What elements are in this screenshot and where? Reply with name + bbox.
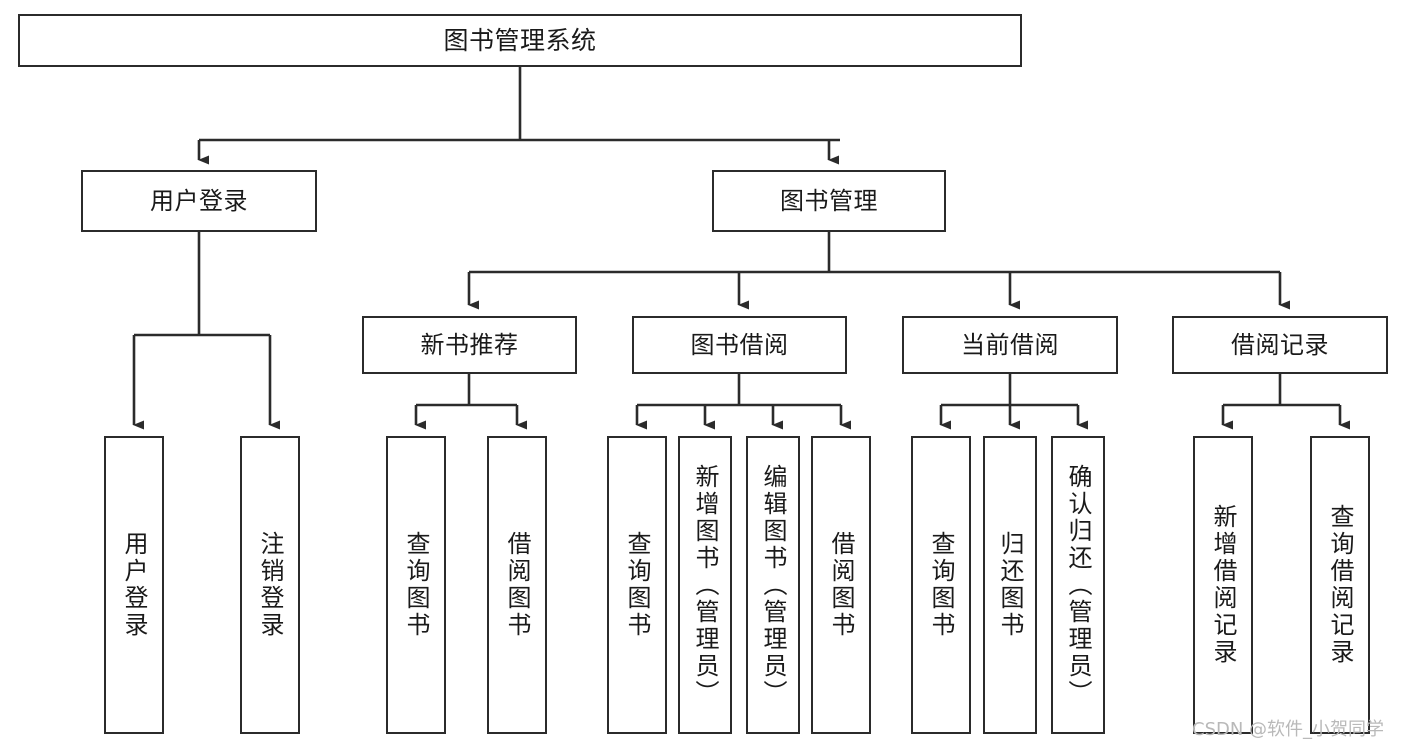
node-borrow-record[interactable]: 借阅记录	[1172, 316, 1388, 374]
node-leaf-query-borrow-record-label: 查询借阅记录	[1326, 504, 1354, 666]
node-leaf-query-book-current-label: 查询图书	[927, 531, 955, 639]
node-root-system-label: 图书管理系统	[443, 25, 597, 55]
node-current-borrow[interactable]: 当前借阅	[902, 316, 1118, 374]
node-leaf-confirm-return-admin[interactable]: 确认归还（管理员）	[1051, 436, 1105, 734]
node-leaf-add-borrow-record[interactable]: 新增借阅记录	[1193, 436, 1253, 734]
node-leaf-logout-label: 注销登录	[256, 531, 284, 639]
node-leaf-borrow-book-recommend-label: 借阅图书	[503, 531, 531, 639]
node-leaf-user-login[interactable]: 用户登录	[104, 436, 164, 734]
node-book-borrow[interactable]: 图书借阅	[632, 316, 847, 374]
node-leaf-borrow-book-recommend[interactable]: 借阅图书	[487, 436, 547, 734]
node-leaf-return-book[interactable]: 归还图书	[983, 436, 1037, 734]
node-book-borrow-label: 图书借阅	[690, 330, 789, 359]
node-leaf-query-book-borrow-label: 查询图书	[623, 531, 651, 639]
node-book-management-label: 图书管理	[780, 186, 878, 215]
node-leaf-add-book-admin-label: 新增图书（管理员）	[691, 463, 719, 707]
node-user-login-label: 用户登录	[150, 186, 248, 215]
node-leaf-query-book-current[interactable]: 查询图书	[911, 436, 971, 734]
node-leaf-query-book-recommend-label: 查询图书	[402, 531, 430, 639]
node-leaf-query-book-borrow[interactable]: 查询图书	[607, 436, 667, 734]
node-leaf-confirm-return-admin-label: 确认归还（管理员）	[1064, 463, 1092, 707]
csdn-watermark: CSDN @软件_小贺同学	[1192, 719, 1385, 740]
node-leaf-user-login-label: 用户登录	[120, 531, 148, 639]
node-new-book-recommend[interactable]: 新书推荐	[362, 316, 577, 374]
node-leaf-edit-book-admin-label: 编辑图书（管理员）	[759, 463, 787, 707]
node-leaf-add-book-admin[interactable]: 新增图书（管理员）	[678, 436, 732, 734]
node-leaf-borrow-book[interactable]: 借阅图书	[811, 436, 871, 734]
node-current-borrow-label: 当前借阅	[961, 330, 1059, 359]
node-book-management[interactable]: 图书管理	[712, 170, 946, 232]
node-leaf-logout[interactable]: 注销登录	[240, 436, 300, 734]
node-leaf-query-borrow-record[interactable]: 查询借阅记录	[1310, 436, 1370, 734]
node-user-login[interactable]: 用户登录	[81, 170, 317, 232]
node-leaf-add-borrow-record-label: 新增借阅记录	[1209, 504, 1237, 666]
node-new-book-recommend-label: 新书推荐	[420, 330, 519, 359]
node-leaf-edit-book-admin[interactable]: 编辑图书（管理员）	[746, 436, 800, 734]
node-leaf-query-book-recommend[interactable]: 查询图书	[386, 436, 446, 734]
node-leaf-borrow-book-label: 借阅图书	[827, 531, 855, 639]
node-borrow-record-label: 借阅记录	[1231, 330, 1329, 359]
node-leaf-return-book-label: 归还图书	[996, 531, 1024, 639]
node-root-system[interactable]: 图书管理系统	[18, 14, 1022, 67]
